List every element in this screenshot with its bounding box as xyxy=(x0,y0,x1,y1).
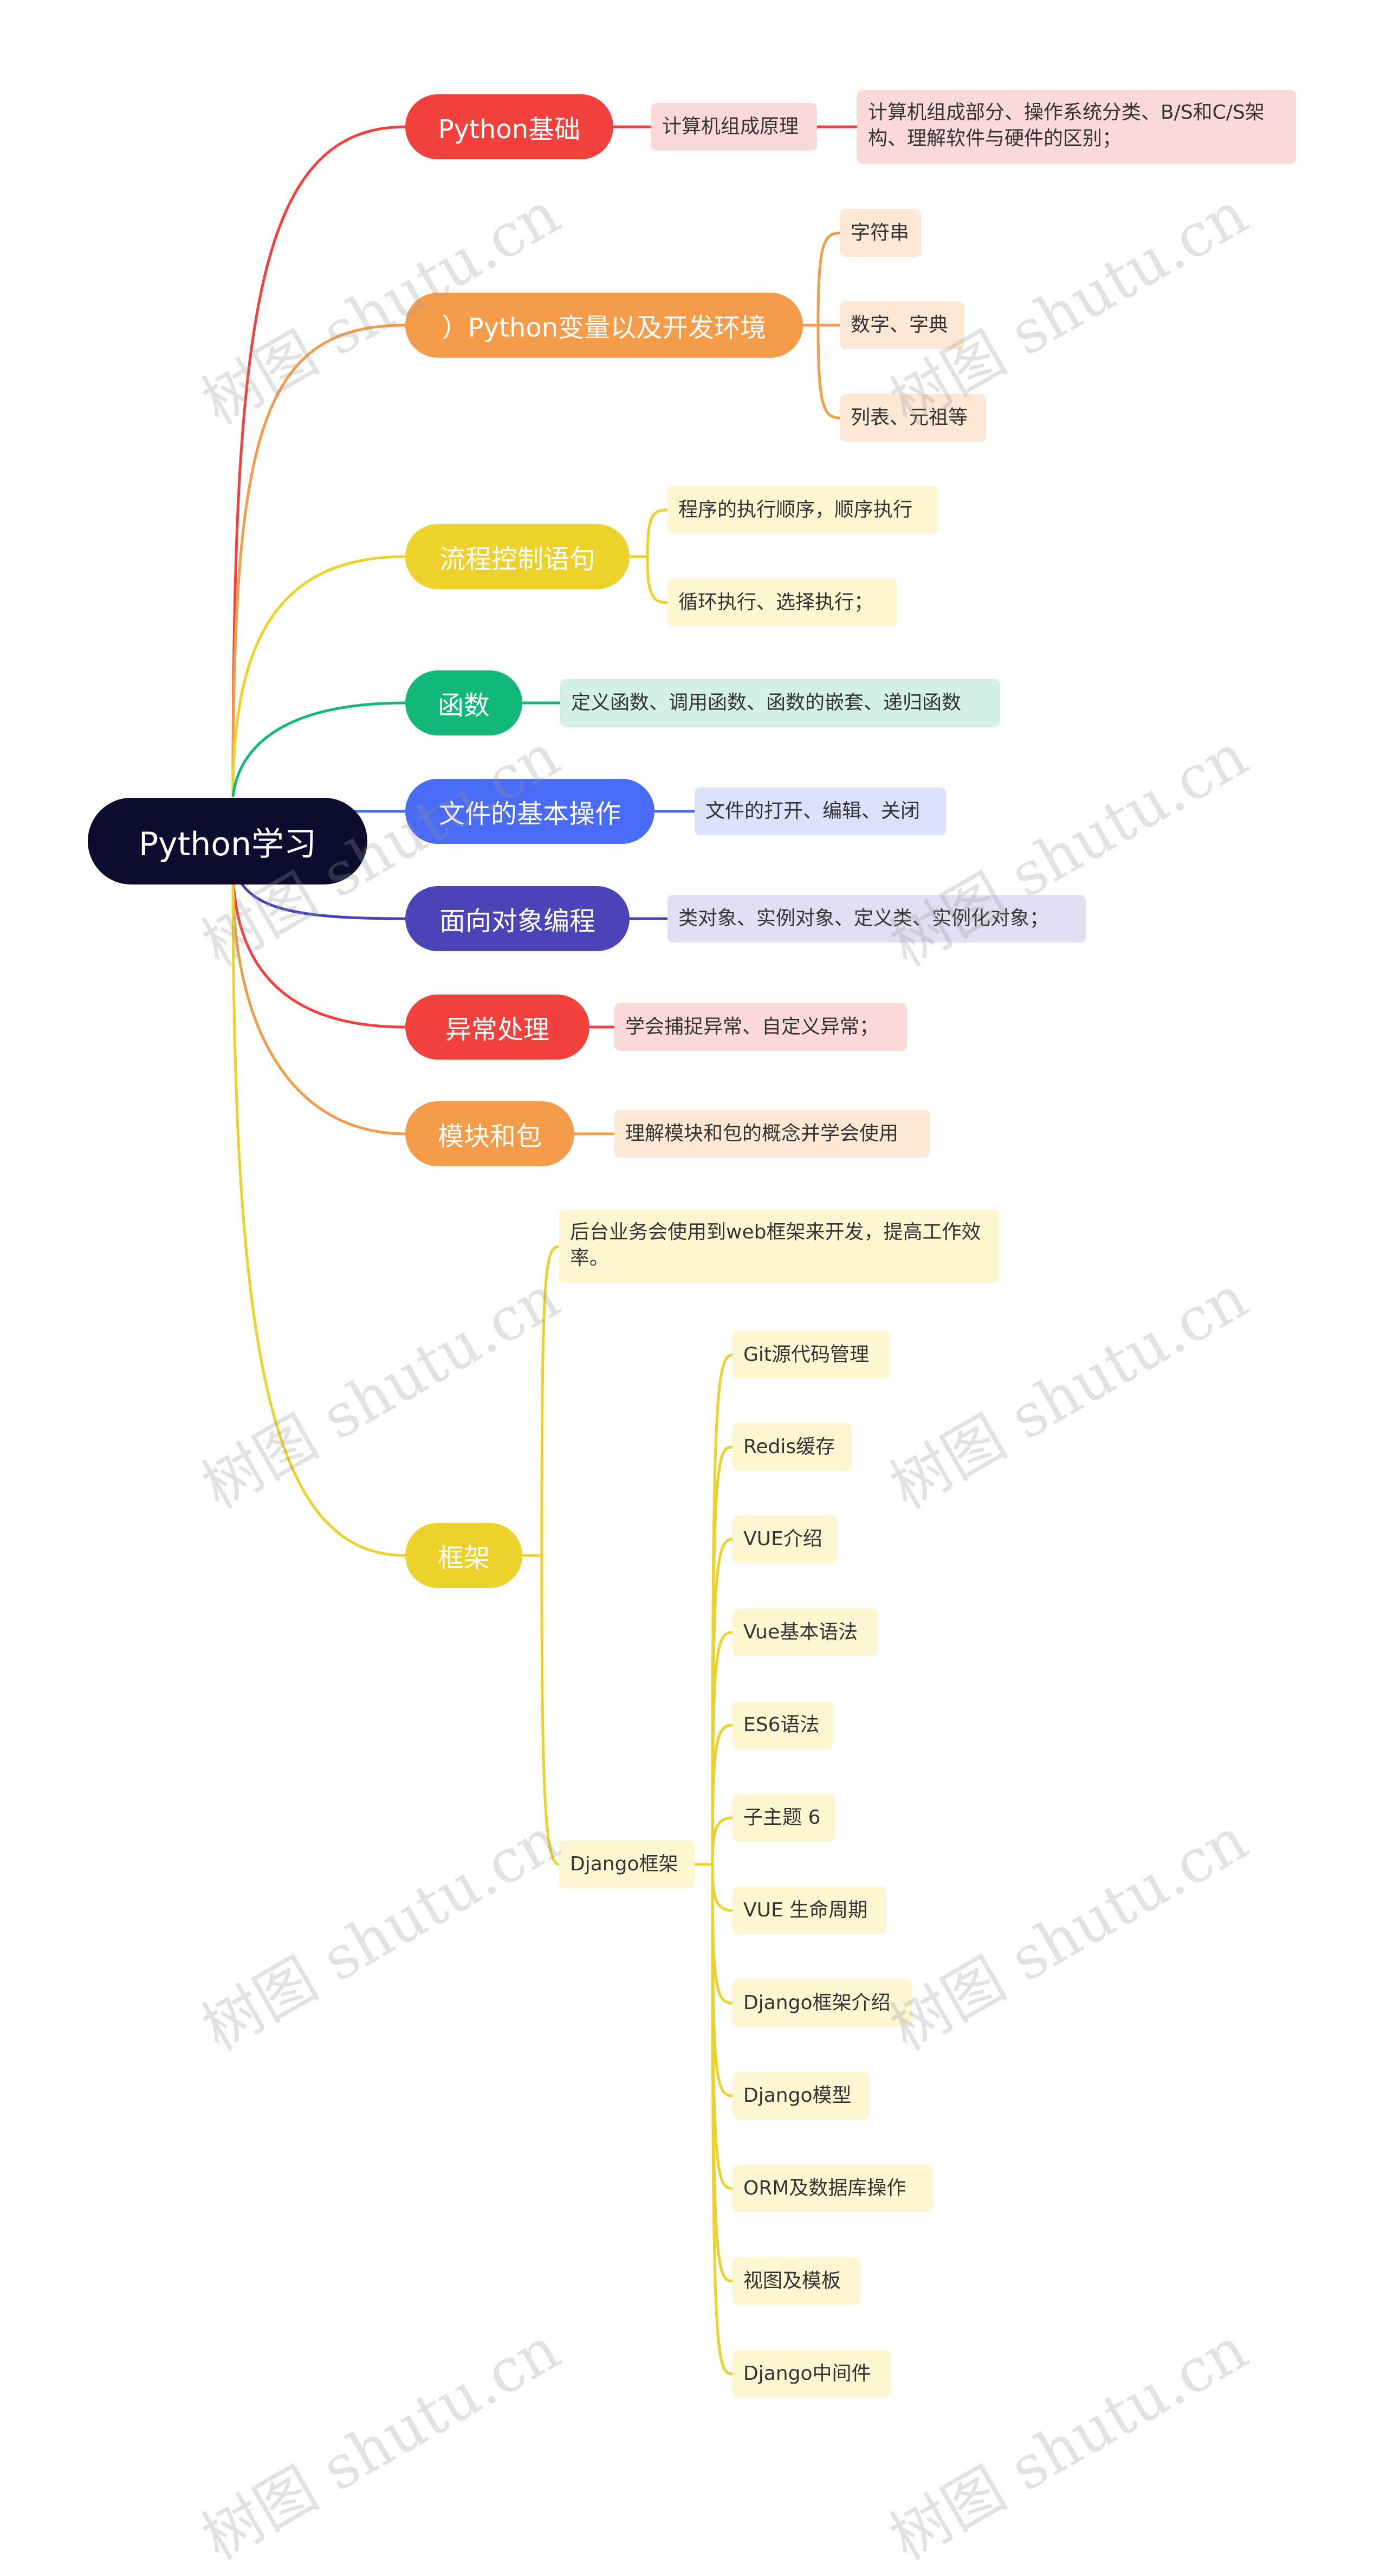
leaf-orm[interactable]: ORM及数据库操作 xyxy=(733,2165,933,2212)
leaf-framework-intro[interactable]: 后台业务会使用到web框架来开发，提高工作效率。 xyxy=(559,1210,999,1283)
leaf-vue-lifecycle[interactable]: VUE 生命周期 xyxy=(733,1887,886,1934)
edge-root-basics xyxy=(231,125,406,797)
leaf-django-middleware[interactable]: Django中间件 xyxy=(733,2350,891,2398)
connector-lines xyxy=(231,125,857,2375)
edge-root-flow xyxy=(231,555,406,797)
edge-root-framework xyxy=(231,877,406,1557)
leaf-list-tuple[interactable]: 列表、元祖等 xyxy=(840,394,986,442)
branch-variables[interactable]: ）Python变量以及开发环境 xyxy=(405,293,803,358)
leaf-computer-principles[interactable]: 计算机组成原理 xyxy=(651,103,817,151)
edge-root-exc xyxy=(231,877,406,1029)
leaf-computer-principles-detail[interactable]: 计算机组成部分、操作系统分类、B/S和C/S架构、理解软件与硬件的区别； xyxy=(857,90,1296,164)
leaf-git[interactable]: Git源代码管理 xyxy=(733,1331,890,1379)
edge-root-oop xyxy=(237,877,406,920)
branch-modules[interactable]: 模块和包 xyxy=(405,1101,574,1166)
edge-root-module xyxy=(231,877,406,1135)
leaf-es6[interactable]: ES6语法 xyxy=(733,1701,833,1749)
leaf-modules-detail[interactable]: 理解模块和包的概念并学会使用 xyxy=(614,1110,930,1158)
branch-file-ops[interactable]: 文件的基本操作 xyxy=(405,779,654,844)
leaf-django-model[interactable]: Django模型 xyxy=(733,2072,869,2120)
branch-flow-control[interactable]: 流程控制语句 xyxy=(405,524,630,589)
leaf-oop-detail[interactable]: 类对象、实例对象、定义类、实例化对象； xyxy=(667,895,1086,942)
branch-framework[interactable]: 框架 xyxy=(405,1523,522,1588)
leaf-views-templates[interactable]: 视图及模板 xyxy=(733,2257,860,2305)
leaf-string[interactable]: 字符串 xyxy=(840,209,921,257)
branch-oop[interactable]: 面向对象编程 xyxy=(405,886,630,951)
leaf-loop-select[interactable]: 循环执行、选择执行； xyxy=(667,579,897,627)
leaf-django-intro[interactable]: Django框架介绍 xyxy=(733,1979,912,2027)
leaf-number-dict[interactable]: 数字、字典 xyxy=(840,301,964,349)
branch-python-basics[interactable]: Python基础 xyxy=(405,94,613,159)
leaf-django-framework[interactable]: Django框架 xyxy=(559,1841,695,1888)
leaf-sequential[interactable]: 程序的执行顺序，顺序执行 xyxy=(667,486,938,534)
edge-root-func xyxy=(231,701,406,797)
leaf-file-detail[interactable]: 文件的打开、编辑、关闭 xyxy=(695,787,946,835)
leaf-functions-detail[interactable]: 定义函数、调用函数、函数的嵌套、递归函数 xyxy=(560,679,1000,727)
branch-functions[interactable]: 函数 xyxy=(405,670,522,735)
leaf-redis[interactable]: Redis缓存 xyxy=(733,1423,852,1471)
leaf-exceptions-detail[interactable]: 学会捕捉异常、自定义异常； xyxy=(614,1003,907,1051)
leaf-vue-syntax[interactable]: Vue基本语法 xyxy=(733,1609,878,1656)
leaf-subtopic-6[interactable]: 子主题 6 xyxy=(733,1794,835,1842)
root-node[interactable]: Python学习 xyxy=(88,798,367,885)
leaf-vue-intro[interactable]: VUE介绍 xyxy=(733,1515,838,1563)
branch-exceptions[interactable]: 异常处理 xyxy=(405,995,589,1060)
edge-root-variables xyxy=(231,324,406,797)
